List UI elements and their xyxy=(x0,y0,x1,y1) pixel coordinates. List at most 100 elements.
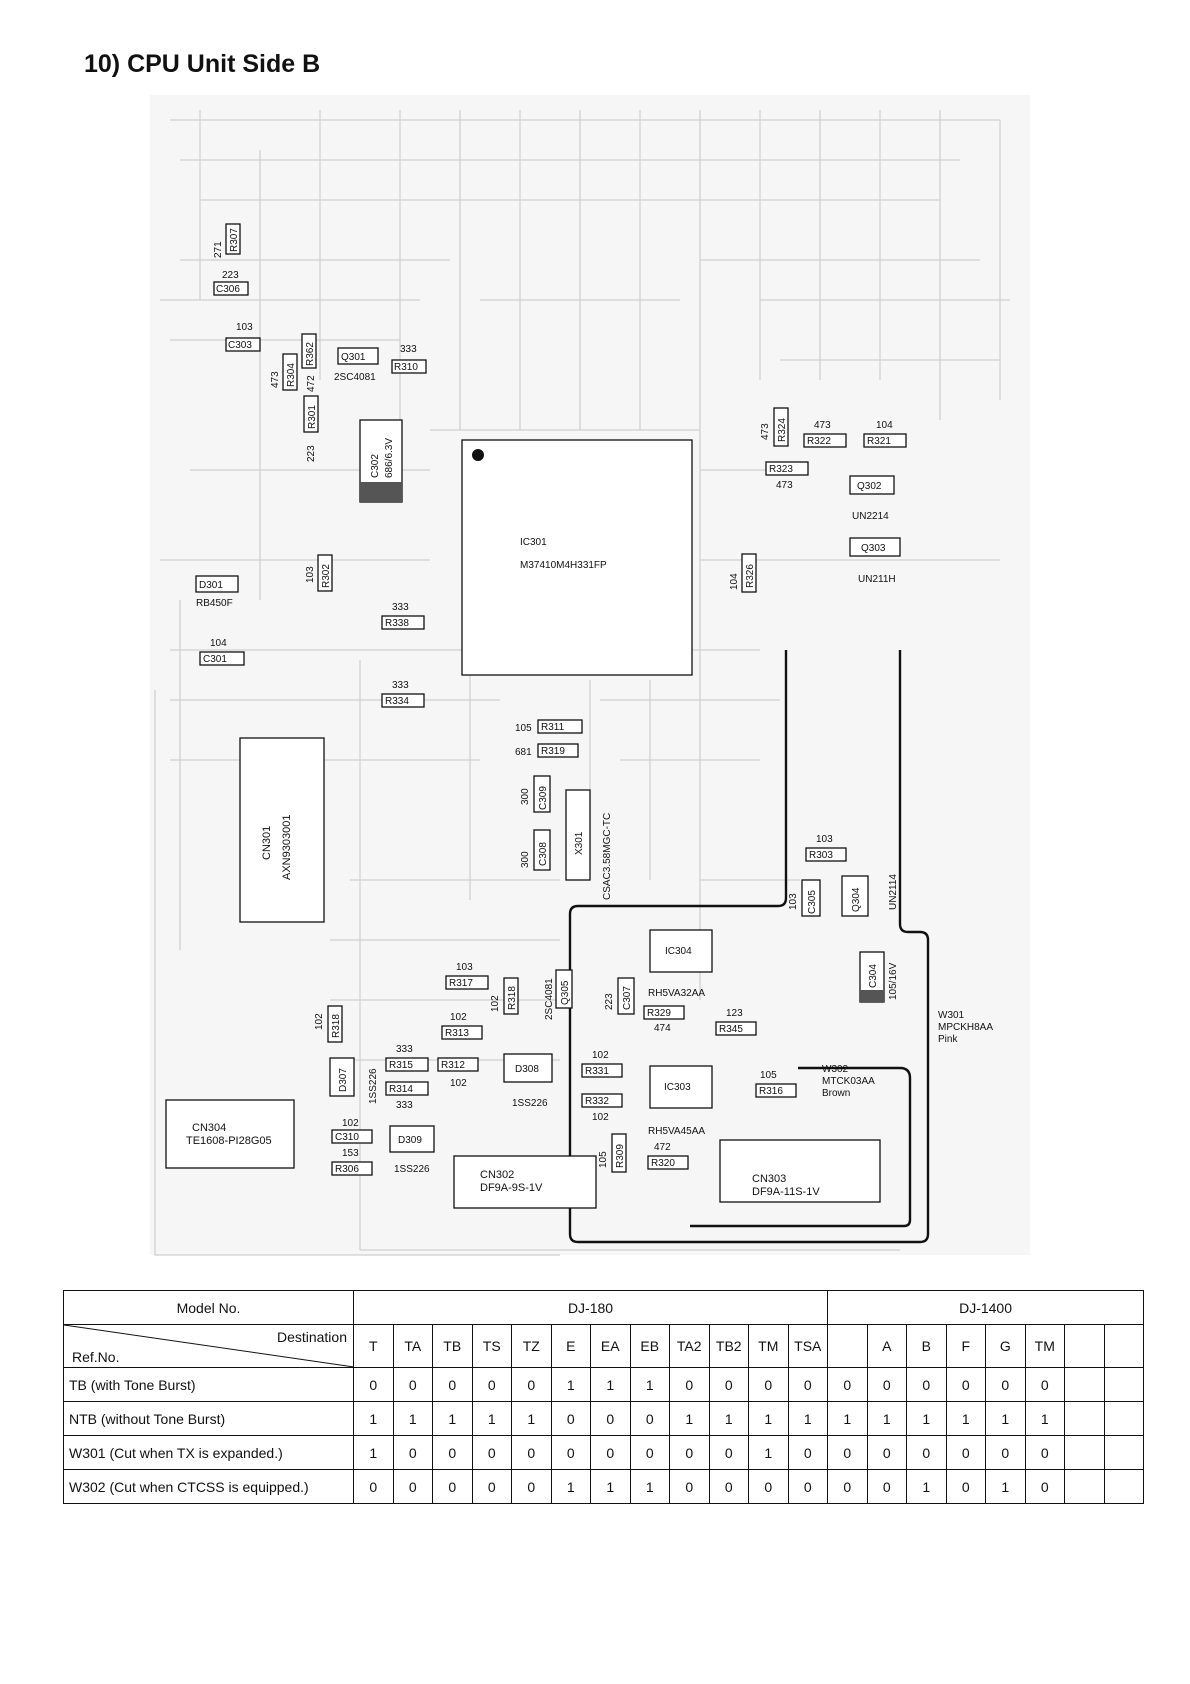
svg-text:UN211H: UN211H xyxy=(858,574,896,585)
svg-text:RH5VA32AA: RH5VA32AA xyxy=(648,988,705,999)
svg-text:R309: R309 xyxy=(615,1144,626,1168)
svg-text:D308: D308 xyxy=(515,1064,539,1075)
table-cell: 0 xyxy=(827,1469,868,1504)
svg-text:R332: R332 xyxy=(585,1096,609,1107)
table-cell: 0 xyxy=(432,1367,473,1402)
svg-text:Q304: Q304 xyxy=(851,887,862,912)
row-label: W301 (Cut when TX is expanded.) xyxy=(63,1435,354,1470)
diagonal-line xyxy=(64,1325,354,1367)
svg-text:223: 223 xyxy=(222,270,239,281)
left-top-components: 271 R307 223 C306 103 C303 473 R304 R362… xyxy=(213,223,319,462)
svg-text:105: 105 xyxy=(598,1151,609,1168)
table-cell: 0 xyxy=(787,1469,829,1504)
row-label: W302 (Cut when CTCSS is equipped.) xyxy=(63,1469,354,1504)
svg-text:R326: R326 xyxy=(745,564,756,588)
table-cell: 1 xyxy=(353,1401,394,1436)
svg-text:2SC4081: 2SC4081 xyxy=(544,978,555,1020)
svg-text:D307: D307 xyxy=(338,1068,349,1092)
svg-text:M37410M4H331FP: M37410M4H331FP xyxy=(520,560,607,571)
svg-text:102: 102 xyxy=(314,1013,325,1030)
svg-text:TE1608-PI28G05: TE1608-PI28G05 xyxy=(186,1135,272,1147)
svg-text:W301: W301 xyxy=(938,1010,965,1021)
cn301: CN301 AXN9303001 xyxy=(239,737,325,923)
svg-text:1SS226: 1SS226 xyxy=(368,1068,379,1104)
table-cell: 0 xyxy=(945,1435,987,1470)
svg-text:CN303: CN303 xyxy=(752,1173,786,1185)
svg-text:R321: R321 xyxy=(867,436,891,447)
destination-code: TA xyxy=(392,1324,433,1368)
table-cell: 1 xyxy=(392,1401,433,1436)
table-cell: 1 xyxy=(511,1401,552,1436)
table-cell: 1 xyxy=(985,1401,1026,1436)
svg-text:Brown: Brown xyxy=(822,1088,850,1099)
destination-code: B xyxy=(906,1324,947,1368)
svg-text:MPCKH8AA: MPCKH8AA xyxy=(938,1022,993,1033)
svg-text:473: 473 xyxy=(270,371,281,388)
destination-code: EB xyxy=(629,1324,670,1368)
svg-text:473: 473 xyxy=(760,423,771,440)
svg-text:W302: W302 xyxy=(822,1064,849,1075)
svg-text:474: 474 xyxy=(654,1023,671,1034)
table-cell xyxy=(1103,1435,1145,1470)
lower-left-components: 103 R317 R318 102 R318 102 Q305 2SC4081 … xyxy=(314,962,635,1176)
table-cell: 1 xyxy=(866,1401,908,1436)
svg-text:102: 102 xyxy=(592,1112,609,1123)
table-cell: 1 xyxy=(590,1469,631,1504)
svg-text:R301: R301 xyxy=(307,405,318,429)
model-header: DJ-180 xyxy=(352,1290,829,1325)
table-cell: 0 xyxy=(1024,1435,1066,1470)
svg-text:102: 102 xyxy=(592,1050,609,1061)
c302: C302 686/6.3V xyxy=(359,419,403,503)
svg-text:Q302: Q302 xyxy=(857,481,882,492)
svg-text:104: 104 xyxy=(876,420,893,431)
svg-text:C305: C305 xyxy=(807,890,818,914)
destination-code xyxy=(827,1324,868,1368)
svg-text:R345: R345 xyxy=(719,1024,743,1035)
table-cell xyxy=(1103,1401,1145,1436)
destination-code: TB xyxy=(432,1324,473,1368)
table-cell xyxy=(1064,1435,1105,1470)
svg-text:R362: R362 xyxy=(305,342,316,366)
table-cell: 1 xyxy=(748,1435,789,1470)
pcb-diagram: IC301 M37410M4H331FP C302 686/6.3V Q301 … xyxy=(154,110,1010,1256)
svg-text:472: 472 xyxy=(654,1142,671,1153)
destination-label: Destination xyxy=(276,1329,347,1345)
svg-text:R302: R302 xyxy=(321,564,332,588)
svg-text:333: 333 xyxy=(392,680,409,691)
svg-text:103: 103 xyxy=(236,322,253,333)
svg-text:R331: R331 xyxy=(585,1066,609,1077)
table-cell: 0 xyxy=(590,1435,631,1470)
table-cell: 0 xyxy=(748,1367,789,1402)
svg-text:300: 300 xyxy=(520,851,531,868)
svg-text:472: 472 xyxy=(306,375,317,392)
destination-code: G xyxy=(985,1324,1026,1368)
table-cell: 0 xyxy=(669,1469,710,1504)
table-cell: 0 xyxy=(787,1367,829,1402)
ic301: IC301 M37410M4H331FP xyxy=(461,439,693,676)
svg-text:R304: R304 xyxy=(286,363,297,387)
table-cell xyxy=(1064,1469,1105,1504)
svg-text:C310: C310 xyxy=(335,1132,359,1143)
destination-code: TS xyxy=(471,1324,512,1368)
svg-text:DF9A-11S-1V: DF9A-11S-1V xyxy=(752,1186,820,1198)
svg-text:105: 105 xyxy=(515,723,532,734)
table-cell: 1 xyxy=(985,1469,1026,1504)
svg-text:333: 333 xyxy=(400,344,417,355)
table-cell: 0 xyxy=(669,1435,710,1470)
table-cell: 0 xyxy=(906,1367,947,1402)
svg-text:C307: C307 xyxy=(622,986,633,1010)
svg-text:R312: R312 xyxy=(441,1060,465,1071)
svg-text:D309: D309 xyxy=(398,1135,422,1146)
table-cell: 0 xyxy=(985,1435,1026,1470)
table-cell: 0 xyxy=(471,1435,512,1470)
table-cell: 1 xyxy=(629,1469,670,1504)
destination-code: TZ xyxy=(511,1324,552,1368)
table-cell: 0 xyxy=(629,1401,670,1436)
svg-text:103: 103 xyxy=(788,893,799,910)
table-cell: 0 xyxy=(392,1469,433,1504)
destination-code xyxy=(1064,1324,1105,1368)
